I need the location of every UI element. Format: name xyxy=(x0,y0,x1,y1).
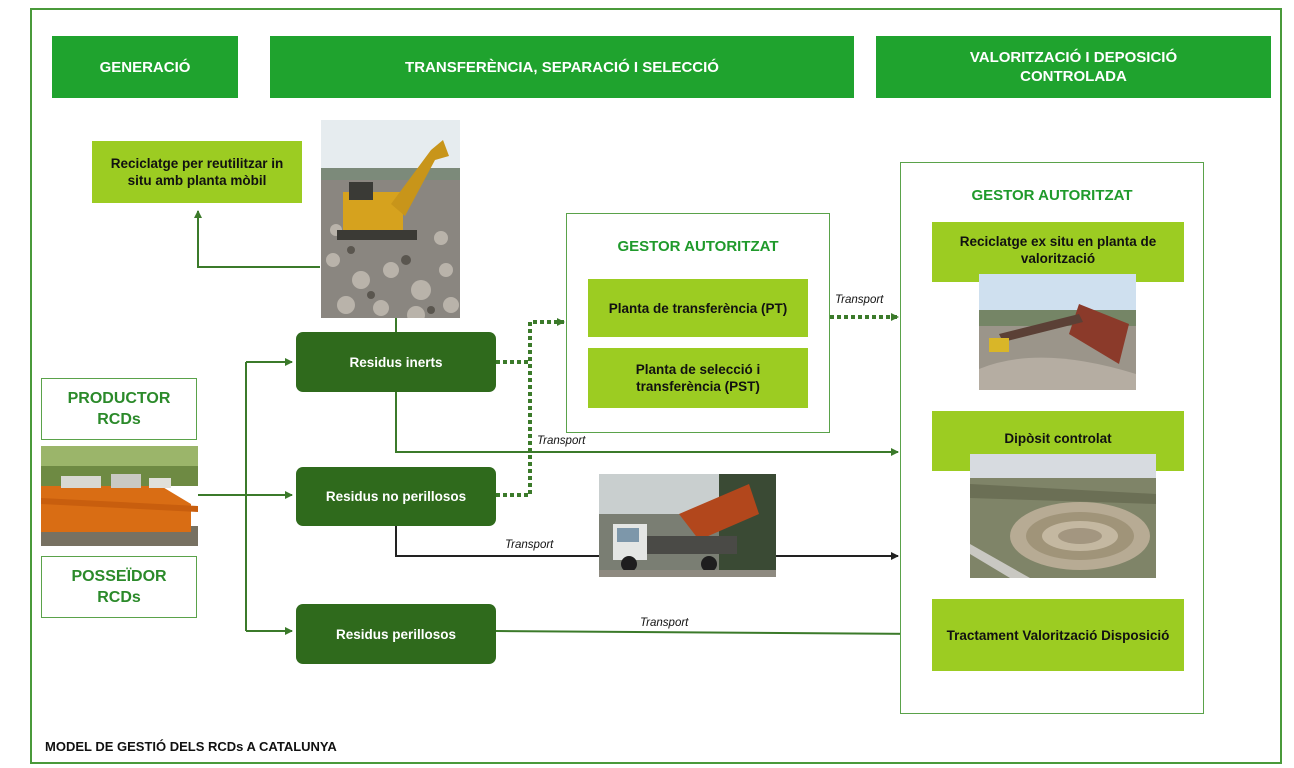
truck-photo xyxy=(599,474,776,577)
possessor-box: POSSEÏDOR RCDs xyxy=(41,556,197,618)
transport-label-inert-deposit: Transport xyxy=(537,435,586,447)
waste-inert-box: Residus inerts xyxy=(296,332,496,392)
excavator-photo xyxy=(321,120,460,318)
transport-label-nonhazardous: Transport xyxy=(505,539,554,551)
arrow-hazardous-to-treatment xyxy=(495,629,931,638)
waste-hazardous-box: Residus perillosos xyxy=(296,604,496,664)
landfill-photo xyxy=(970,454,1156,578)
plant-transfer-box: Planta de transferència (PT) xyxy=(588,279,808,337)
middle-manager-title: GESTOR AUTORITZAT xyxy=(617,238,779,255)
header-valorization: VALORITZACIÓ I DEPOSICIÓ CONTROLADA xyxy=(876,36,1271,98)
diagram-footer-title: MODEL DE GESTIÓ DELS RCDs A CATALUNYA xyxy=(45,739,337,754)
waste-nonhazardous-box: Residus no perillosos xyxy=(296,467,496,526)
diagram-frame xyxy=(30,8,1282,764)
arrow-to-recycling-insitu xyxy=(194,210,320,268)
dotted-nonhazardous-to-manager xyxy=(496,362,532,497)
producer-box: PRODUCTOR RCDs xyxy=(41,378,197,440)
plant-selection-box: Planta de selecció i transferència (PST) xyxy=(588,348,808,408)
transport-label-middle-right: Transport xyxy=(835,294,884,306)
arrow-inert-to-deposit xyxy=(395,392,899,456)
treatment-box: Tractament Valorització Disposició xyxy=(932,599,1184,671)
header-transfer: TRANSFERÈNCIA, SEPARACIÓ I SELECCIÓ xyxy=(270,36,854,98)
right-manager-title: GESTOR AUTORITZAT xyxy=(971,187,1133,204)
crusher-plant-photo xyxy=(979,274,1136,390)
transport-label-hazardous: Transport xyxy=(640,617,689,629)
skip-containers-photo xyxy=(41,446,198,546)
header-generation: GENERACIÓ xyxy=(52,36,238,98)
dotted-inert-to-manager xyxy=(496,318,565,364)
recycling-insitu-box: Reciclatge per reutilitzar in situ amb p… xyxy=(92,141,302,203)
recycling-exsitu-box: Reciclatge ex situ en planta de valoritz… xyxy=(932,222,1184,282)
